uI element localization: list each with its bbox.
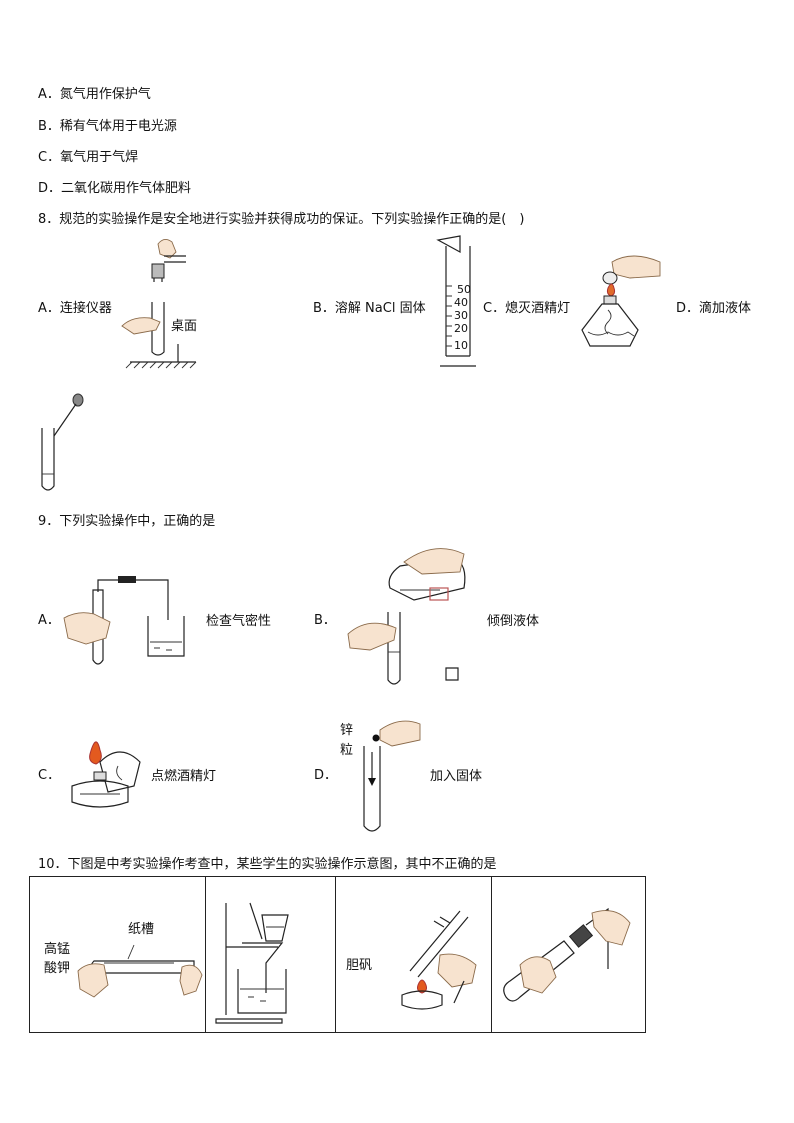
q10-cell-1: 纸槽 高锰 酸钾 [30, 877, 207, 1032]
q10-figure-filtration [215, 902, 290, 1024]
q9-figure-pour-liquid [347, 548, 466, 685]
q8-option-c: C．熄灭酒精灯 [483, 297, 570, 316]
cylinder-tick-50: 50 [457, 283, 471, 296]
q9-figure-add-solid [363, 720, 421, 832]
q9-option-b-key: B． [314, 613, 336, 628]
option-key: D． [38, 181, 62, 196]
q8-option-b: B．溶解 NaCl 固体 [313, 297, 426, 316]
q7-option-b: B．稀有气体用于电光源 [38, 115, 177, 134]
desk-label: 桌面 [171, 319, 198, 334]
cylinder-tick-30: 30 [454, 309, 468, 322]
q8-figure-extinguish-lamp [581, 255, 661, 347]
cylinder-tick-40: 40 [454, 296, 468, 309]
q9-option-b-text: 倾倒液体 [487, 614, 540, 629]
option-key: C． [483, 301, 506, 316]
q10-cell-4 [492, 877, 645, 1032]
q9-option-a-key: A． [38, 613, 60, 628]
option-text: 氮气用作保护气 [59, 87, 151, 102]
option-key: B． [38, 119, 60, 134]
cylinder-tick-10: 10 [454, 339, 468, 352]
option-text: 二氧化碳用作气体肥料 [61, 181, 192, 196]
q7-option-d: D．二氧化碳用作气体肥料 [38, 177, 191, 196]
option-text: 溶解 NaCl 固体 [334, 301, 426, 316]
q9-option-c-text: 点燃酒精灯 [151, 769, 217, 784]
q9-option-d-key: D． [314, 768, 338, 783]
option-text: 连接仪器 [59, 301, 112, 316]
q7-option-a: A．氮气用作保护气 [38, 83, 151, 102]
option-key: D． [676, 301, 700, 316]
q10-figure-heat-bluevitriol [401, 910, 477, 1010]
q10-figure-stopper-tube [503, 907, 631, 1002]
q8-figure-add-liquid [41, 393, 84, 491]
zinc-label-2: 粒 [340, 743, 354, 758]
q9-stem: 9．下列实验操作中，正确的是 [38, 514, 216, 529]
q10-cell-2 [206, 877, 336, 1032]
cylinder-tick-20: 20 [454, 322, 468, 335]
paper-trough-label: 纸槽 [128, 922, 155, 937]
q9-figure-airtightness-check [63, 576, 185, 665]
q9-option-c-key: C． [38, 768, 61, 783]
option-key: C． [38, 150, 61, 165]
option-key: B． [313, 301, 335, 316]
q10-cell-3: 胆矾 [336, 877, 493, 1032]
q8-option-a: A．连接仪器 [38, 297, 112, 316]
option-key: A． [38, 87, 60, 102]
q9-option-a-text: 检查气密性 [206, 614, 272, 629]
kmno4-label-1: 高锰 [44, 942, 71, 957]
q9-option-d-text: 加入固体 [430, 769, 483, 784]
q10-stem: 10．下图是中考实验操作考查中，某些学生的实验操作示意图，其中不正确的是 [38, 857, 497, 872]
q8-figure-graduated-cylinder [436, 235, 476, 367]
option-key: A． [38, 301, 60, 316]
q8-option-d: D．滴加液体 [676, 297, 751, 316]
q9-figure-light-lamp [71, 741, 141, 808]
q10-figure-table: 纸槽 高锰 酸钾 胆矾 [29, 876, 646, 1033]
kmno4-label-2: 酸钾 [44, 961, 71, 976]
option-text: 熄灭酒精灯 [505, 301, 571, 316]
option-text: 稀有气体用于电光源 [59, 119, 177, 134]
q8-stem: 8．规范的实验操作是安全地进行实验并获得成功的保证。下列实验操作正确的是( ) [38, 212, 525, 227]
q10-figure-paper-trough [77, 944, 203, 998]
option-text: 氧气用于气焊 [60, 150, 139, 165]
q8-figure-connect-apparatus [121, 239, 197, 369]
zinc-label-1: 锌 [340, 723, 354, 738]
bluevitriol-label: 胆矾 [346, 958, 373, 973]
q7-option-c: C．氧气用于气焊 [38, 146, 138, 165]
option-text: 滴加液体 [699, 301, 752, 316]
